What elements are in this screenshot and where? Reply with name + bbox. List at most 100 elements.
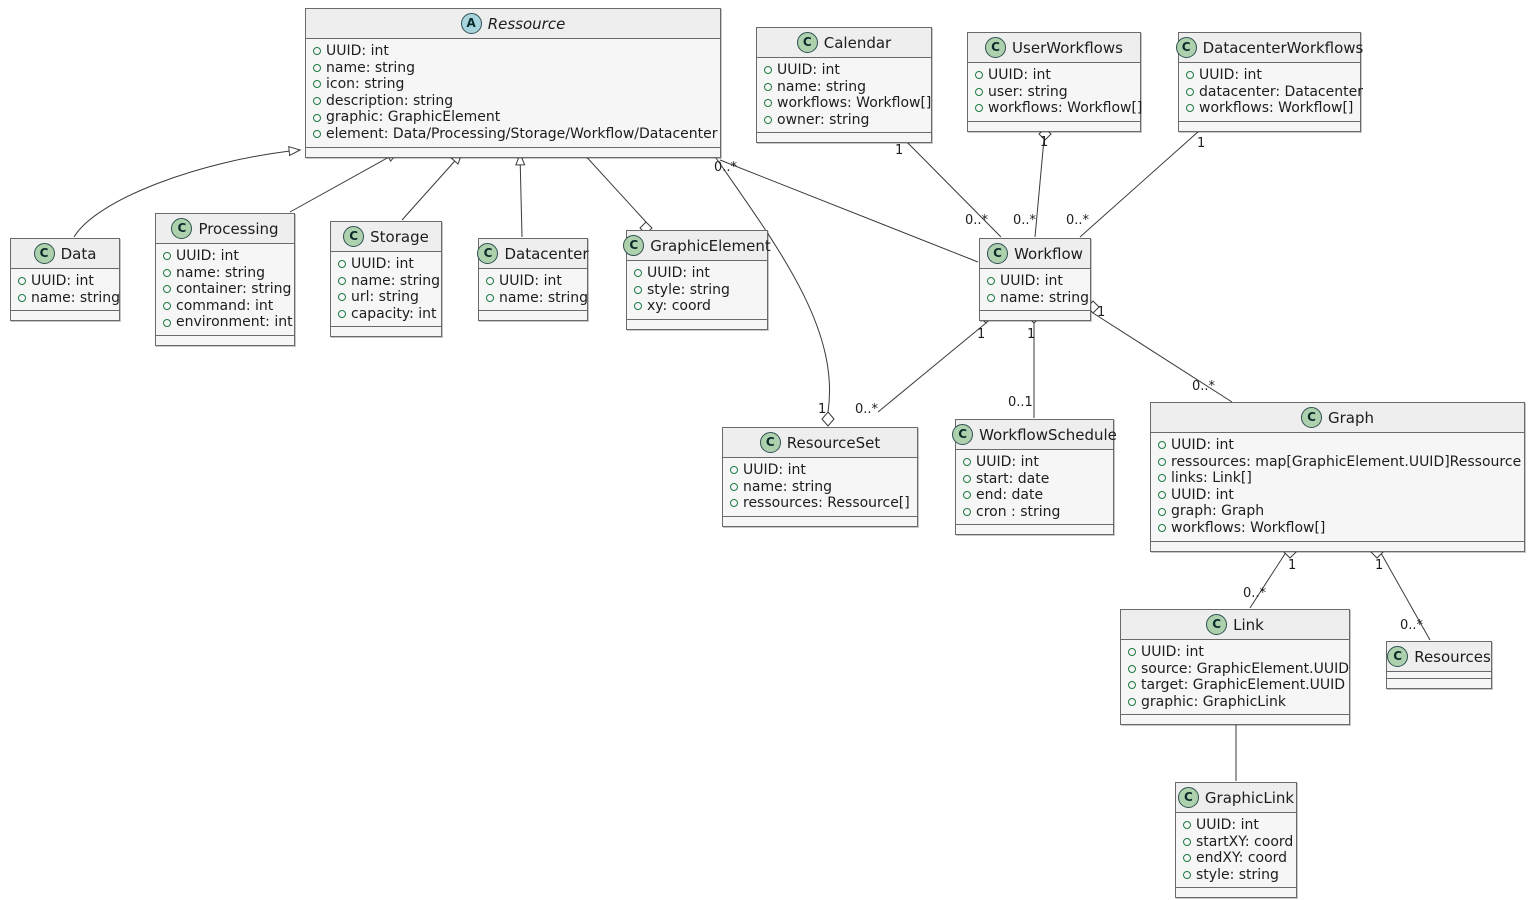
attribute-row: environment: int [163,314,293,331]
attribute-visibility-icon [730,466,738,475]
class-name-datacenter: Datacenter [504,244,589,263]
attribute-visibility-icon [338,310,346,319]
class-operations-ressource [306,147,720,157]
attribute-label: endXY: coord [1196,850,1288,867]
attribute-label: UUID: int [1196,817,1259,833]
attribute-row: UUID: int [1186,67,1353,84]
class-operations-graph [1151,541,1524,551]
class-name-graphiclink: GraphicLink [1204,788,1295,807]
attribute-label: name: string [499,289,589,306]
class-icon: C [623,235,645,256]
attribute-label: UUID: int [976,454,1039,470]
class-icon: C [987,243,1009,264]
attribute-visibility-icon [1186,71,1194,80]
attribute-label: UUID: int [1000,273,1063,289]
attribute-visibility-icon [1183,871,1191,880]
multiplicity-label-m-res2-0star: 0..* [1400,618,1424,633]
attribute-visibility-icon [163,302,171,311]
attribute-visibility-icon [163,285,171,294]
attribute-row: start: date [963,471,1106,488]
attribute-label: graphic: GraphicLink [1141,693,1286,710]
class-icon: C [1175,37,1197,58]
attribute-row: cron : string [963,504,1106,521]
attribute-visibility-icon [730,499,738,508]
attribute-visibility-icon [338,260,346,269]
attribute-label: target: GraphicElement.UUID [1141,677,1346,694]
attribute-row: UUID: int [486,273,580,290]
attribute-visibility-icon [1128,648,1136,657]
attribute-visibility-icon [634,269,642,278]
attribute-row: graphic: GraphicElement [313,109,713,126]
attribute-label: workflows: Workflow[] [777,95,932,112]
attribute-visibility-icon [764,99,772,108]
attribute-label: startXY: coord [1196,833,1294,850]
attribute-label: UUID: int [988,67,1051,83]
attribute-row: container: string [163,281,291,298]
class-operations-workflow [980,311,1090,321]
attribute-label: command: int [176,297,274,314]
attribute-label: graph: Graph [1171,503,1265,520]
class-name-datacenterworkflows: DatacenterWorkflows [1202,38,1364,57]
class-name-calendar: Calendar [823,33,892,52]
attribute-row: UUID: int [963,454,1106,471]
attribute-visibility-icon [163,268,171,277]
attribute-row: name: string [18,290,120,307]
attribute-label: UUID: int [1171,486,1234,503]
attribute-visibility-icon [963,458,971,467]
attribute-visibility-icon [634,285,642,294]
attribute-row: datacenter: Datacenter [1186,84,1363,101]
class-name-resources: Resources [1414,647,1491,666]
attribute-label: ressources: Ressource[] [743,495,910,512]
multiplicity-label-m-cal-1: 1 [895,143,904,158]
attribute-row: UUID: int [1158,487,1517,504]
class-operations-workflowschedule [956,525,1113,535]
class-operations-resources [1387,679,1491,688]
attribute-row: name: string [338,273,440,290]
attribute-visibility-icon [987,277,995,286]
multiplicity-label-m-link-1: 1 [1288,558,1297,573]
attribute-label: UUID: int [326,43,389,59]
attribute-visibility-icon [1128,698,1136,707]
attribute-row: UUID: int [634,265,760,282]
attribute-row: description: string [313,93,713,110]
attribute-label: UUID: int [647,265,710,281]
class-icon: C [1206,614,1228,635]
attribute-label: UUID: int [1199,67,1262,83]
attribute-visibility-icon [313,97,321,106]
attribute-label: name: string [743,478,833,495]
attribute-visibility-icon [486,277,494,286]
attribute-label: name: string [326,59,416,76]
attribute-label: source: GraphicElement.UUID [1141,660,1350,677]
class-operations-resourceset [723,516,917,526]
attribute-label: capacity: int [351,305,437,322]
attribute-row: UUID: int [987,273,1083,290]
class-icon: C [1300,407,1322,428]
class-name-workflowschedule: WorkflowSchedule [979,425,1117,444]
